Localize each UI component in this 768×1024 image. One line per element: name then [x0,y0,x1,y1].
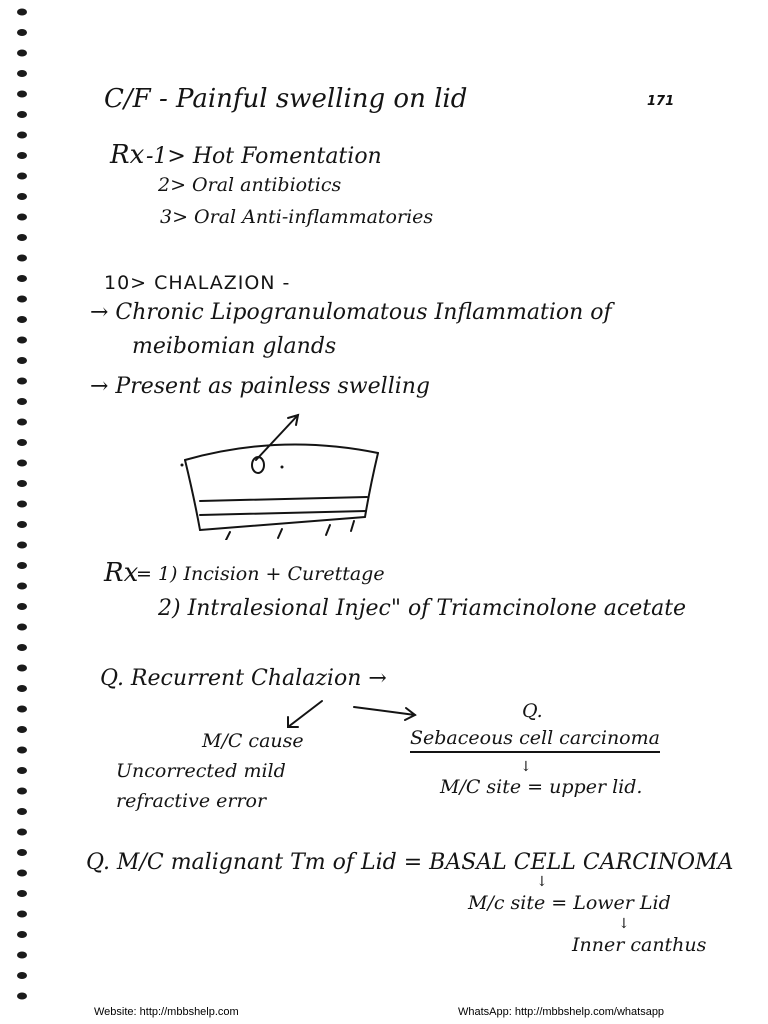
binding-hole [17,439,27,446]
question-malignant-tumour: Q. M/C malignant Tm of Lid = BASAL CELL … [86,850,734,875]
binding-hole [17,767,27,774]
down-arrow-2: ↓ [536,874,548,890]
binding-hole [17,849,27,856]
chalazion-point-2: → Present as painless swelling [90,374,431,399]
binding-hole [17,377,27,385]
binding-hole [17,603,27,610]
binding-hole [17,254,27,262]
chalazion-point-1-line-2: meibomian glands [132,334,337,359]
binding-hole [17,398,27,405]
eyelid-margin-line-2 [199,510,367,516]
rx-label-1: Rx [110,140,145,170]
chalazion-point-1-line-1: → Chronic Lipogranulomatous Inflammation… [90,300,612,325]
binding-hole [17,623,27,631]
rx2-item-1: = 1) Incision + Curettage [136,563,385,585]
binding-hole [17,8,27,16]
binding-hole [17,828,27,836]
binding-hole [17,890,27,897]
binding-hole [17,357,27,364]
eyelid-margin-line-1 [199,496,368,502]
rx-label-2: Rx [104,558,139,588]
page-number: 171 [647,94,675,109]
binding-hole [17,705,27,713]
binding-hole [17,234,27,241]
rx1-item-1: -1> Hot Fomentation [146,144,382,169]
binding-hole [17,316,27,323]
binding-hole [17,213,27,221]
rx1-item-3: 3> Oral Anti-inflammatories [160,206,434,228]
binding-hole [17,664,27,672]
binding-hole [17,992,27,1000]
binding-hole [17,480,27,487]
binding-hole [17,644,27,651]
mc-cause-line-1: Uncorrected mild [116,760,286,782]
binding-hole [17,726,27,733]
binding-hole [17,685,27,692]
binding-hole [17,521,27,528]
right-branch-arrowhead [404,707,417,721]
branch-arrows [287,700,417,728]
binding-hole [17,787,27,795]
lash-3 [325,524,331,536]
binding-hole [17,336,27,344]
down-arrow-3: ↓ [618,916,630,932]
sebaceous-cell-carcinoma-heading: Sebaceous cell carcinoma [410,727,660,753]
footer-whatsapp[interactable]: WhatsApp: http://mbbshelp.com/whatsapp [458,1006,665,1018]
binding-hole [17,29,27,36]
binding-hole [17,869,27,877]
diagram-arrow [255,414,299,461]
binding-hole [17,193,27,200]
binding-hole [17,111,27,118]
mc-cause-line-2: refractive error [116,790,267,812]
diagram-arrowhead [287,413,300,426]
down-arrow-1: ↓ [520,759,532,775]
binding-hole [17,931,27,938]
binding-hole [17,90,27,98]
chalazion-heading: 10> CHALAZION - [104,272,291,294]
binding-hole [17,152,27,159]
left-branch-arrow [287,700,323,728]
sebaceous-site: M/C site = upper lid. [440,776,643,798]
footer-website[interactable]: Website: http://mbbshelp.com [94,1006,239,1018]
binding-hole [17,808,27,815]
q-mark: Q. [522,700,543,722]
rx2-item-2: 2) Intralesional Injec" of Triamcinolone… [158,596,687,621]
eyelid-diagram [180,413,379,540]
clinical-features-line: C/F - Painful swelling on lid [104,84,468,114]
eyelid-right-edge [364,452,379,518]
binding-hole [17,70,27,77]
binding-hole [17,295,27,303]
binding-hole [17,500,27,508]
binding-hole [17,951,27,959]
question-recurrent-chalazion: Q. Recurrent Chalazion → [100,666,387,691]
swelling-marker [251,456,265,474]
eyelid-upper-border [184,443,379,461]
binding-hole [17,541,27,549]
binding-hole [17,582,27,590]
rx1-item-2: 2> Oral antibiotics [158,174,342,196]
binding-hole [17,131,27,139]
binding-hole [17,172,27,180]
binding-hole [17,562,27,569]
binding-hole [17,459,27,467]
eyelid-left-edge [184,459,201,531]
eyelid-margin-line-3 [199,516,366,531]
lash-2 [277,528,283,539]
dot-right [280,465,284,469]
lash-1 [225,531,231,540]
left-branch-arrowhead [287,716,299,728]
mc-cause-heading: M/C cause [202,730,304,752]
binding-hole [17,746,27,754]
lash-4 [350,520,355,532]
dot-left [180,463,184,467]
binding-hole [17,275,27,282]
binding-hole [17,910,27,918]
bcc-sub-site: Inner canthus [572,934,707,956]
binding-hole [17,972,27,979]
binding-hole [17,49,27,57]
binding-hole [17,418,27,426]
right-branch-arrow [353,706,416,716]
bcc-site: M/c site = Lower Lid [468,892,671,914]
spiral-binding [17,8,27,1000]
